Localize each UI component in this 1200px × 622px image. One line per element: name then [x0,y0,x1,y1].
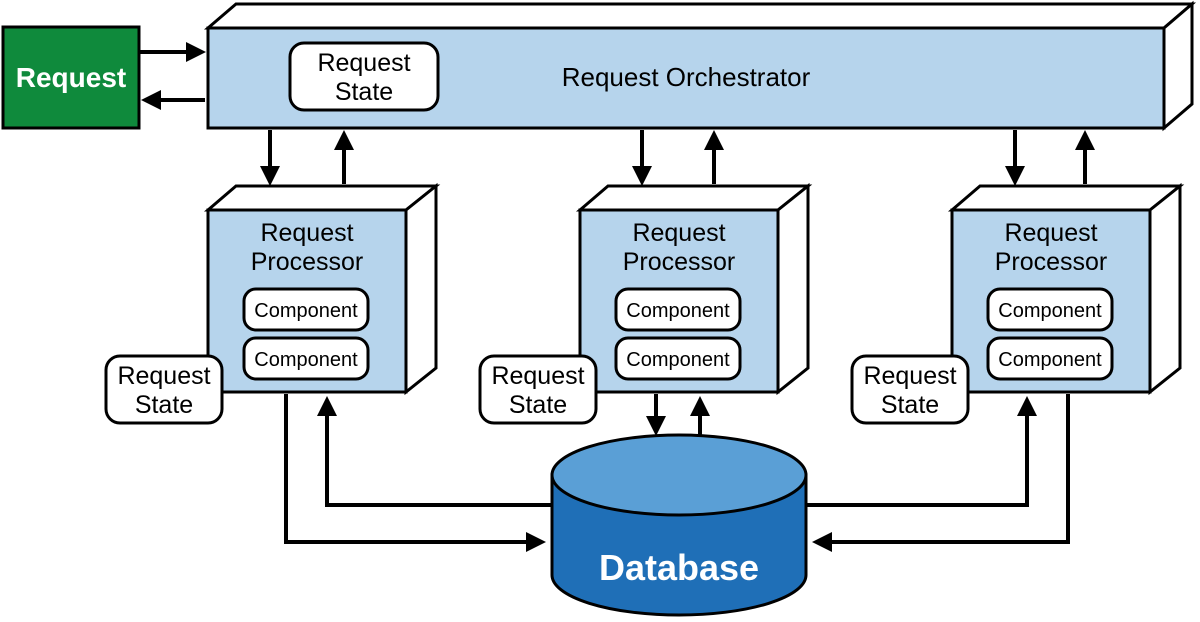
processor-2-title-line2: Processor [623,248,736,276]
processor-3: Request Processor Component Component Re… [850,182,1185,425]
orchestrator-label: Request Orchestrator [562,62,811,92]
processor-3-title-line1: Request [1004,219,1097,247]
orchestrator-state-line2: State [335,78,393,106]
processor-1-component-2 [242,336,370,381]
request-node: Request [1,25,141,130]
processor-1-component-1-label: Component [254,300,358,322]
processor-2-state-line2: State [509,391,567,419]
processor-1-component-2-label: Component [254,349,358,371]
processor-1-state-line1: Request [117,362,210,390]
processor-3-component-2-label: Component [998,349,1102,371]
processor-3-state-pill [850,354,970,425]
orchestrator-state-pill: Request State [288,41,440,112]
processor-1-title-line1: Request [260,219,353,247]
processor-3-title-line2: Processor [995,248,1108,276]
processor-3-state-line1: Request [863,362,956,390]
database-to-processor-1-arrow [317,396,552,507]
processor-3-state-line2: State [881,391,939,419]
processor-3-component-1-label: Component [998,300,1102,322]
processor-2-component-2 [614,336,742,381]
processor-3-to-database-arrow [812,394,1070,552]
processor-2-title-line1: Request [632,219,725,247]
database-to-processor-3-arrow [806,396,1037,507]
processor-2-state-line1: Request [491,362,584,390]
processor-2-component-1-label: Component [626,300,730,322]
processor-3-component-1 [986,287,1114,332]
orchestrator-node: Request Orchestrator Request State [203,0,1197,132]
processor-1-component-1 [242,287,370,332]
processor-1-title-line2: Processor [251,248,364,276]
orchestrator-state-line1: Request [317,49,410,77]
processor-1-state-line2: State [135,391,193,419]
database-node: Database [550,433,808,617]
processor-2: Request Processor Component Component Re… [478,182,813,425]
processor-1-state-pill [104,354,224,425]
processor-2-component-2-label: Component [626,349,730,371]
processor-3-component-2 [986,336,1114,381]
processor-1: Request Processor Component Component Re… [104,182,441,425]
processor-2-state-pill [478,354,598,425]
request-label: Request [16,62,126,93]
database-label: Database [599,547,759,588]
processor-1-to-database-arrow [284,394,546,552]
processor-2-component-1 [614,287,742,332]
